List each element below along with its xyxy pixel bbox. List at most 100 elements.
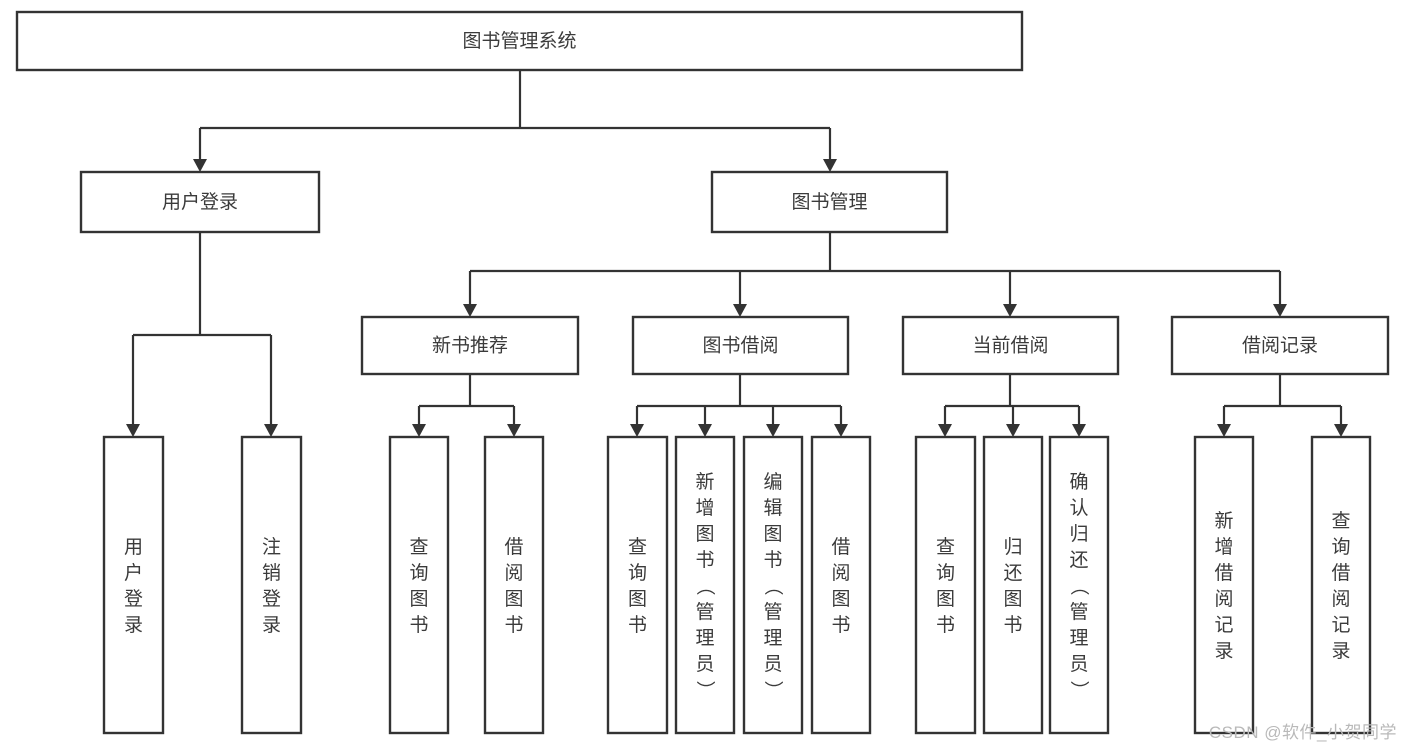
node-label: 借阅记录	[1242, 335, 1318, 357]
node-label: 新书推荐	[432, 335, 508, 357]
node-label-char: 书	[695, 549, 714, 571]
node-label-char: 管	[763, 601, 782, 623]
node-label-char: 图	[763, 524, 782, 545]
node-box[interactable]	[742, 435, 804, 735]
node-label-char: 查	[409, 536, 428, 558]
node-label: 用户登录	[162, 191, 238, 213]
node-label-char: 录	[124, 615, 143, 636]
node-label-char: 阅	[1331, 588, 1350, 610]
node-label-char: 借	[504, 536, 523, 558]
node-label-char: （	[1068, 576, 1090, 595]
node-box[interactable]	[1048, 435, 1110, 735]
node-label-char: ）	[1068, 680, 1090, 699]
node-label-char: 记	[1331, 614, 1350, 636]
arrow-head-icon	[193, 159, 207, 172]
node-box[interactable]	[15, 10, 1024, 72]
node-label-char: 书	[936, 614, 955, 636]
arrow-head-icon	[1217, 424, 1231, 437]
node-label-char: 编	[763, 471, 782, 493]
node-box[interactable]	[102, 435, 165, 735]
node-box[interactable]	[914, 435, 977, 735]
connector-edges-layer	[126, 70, 1348, 437]
arrow-head-icon	[766, 424, 780, 437]
node-label-char: 新	[1214, 510, 1233, 532]
arrow-head-icon	[834, 424, 848, 437]
node-label-char: 录	[1214, 641, 1233, 662]
node-label-char: 归	[1069, 523, 1088, 545]
node-box[interactable]	[606, 435, 669, 735]
node-box[interactable]	[79, 170, 321, 234]
node-label-char: 增	[695, 497, 714, 519]
node-box[interactable]	[982, 435, 1044, 735]
node-label-char: 归	[1003, 536, 1022, 558]
node-label: 图书管理系统	[462, 30, 576, 52]
node-label-char: 书	[409, 614, 428, 636]
level3-node-当前借阅[interactable]: 当前借阅	[901, 315, 1120, 376]
node-label-char: 记	[1214, 614, 1233, 636]
node-label-char: 辑	[763, 497, 782, 519]
node-label-char: 销	[262, 562, 281, 584]
node-boxes-layer: 图书管理系统用户登录图书管理新书推荐图书借阅当前借阅借阅记录用户登录注销登录查询…	[15, 10, 1390, 735]
root-node-图书管理系统[interactable]: 图书管理系统	[15, 10, 1024, 72]
node-label-char: 询	[409, 562, 428, 584]
node-label-char: 员	[1069, 654, 1088, 675]
node-label-char: 员	[695, 654, 714, 675]
level3-node-借阅记录[interactable]: 借阅记录	[1170, 315, 1390, 376]
level2-node-用户登录[interactable]: 用户登录	[79, 170, 321, 234]
node-box[interactable]	[240, 435, 303, 735]
arrow-head-icon	[938, 424, 952, 437]
node-label-char: 借	[1214, 562, 1233, 584]
node-label-char: 阅	[1214, 588, 1233, 610]
arrow-head-icon	[1273, 304, 1287, 317]
node-label-char: 户	[124, 562, 143, 584]
node-label-char: 注	[262, 536, 281, 558]
node-label-char: 认	[1069, 497, 1088, 519]
node-label: 图书借阅	[702, 335, 778, 357]
node-label-char: 图	[936, 589, 955, 610]
node-label-char: 图	[831, 589, 850, 610]
node-label-char: ）	[762, 680, 784, 699]
arrow-head-icon	[463, 304, 477, 317]
node-box[interactable]	[1193, 435, 1255, 735]
arrow-head-icon	[733, 304, 747, 317]
node-label-char: 借	[831, 536, 850, 558]
node-label-char: 增	[1214, 536, 1233, 558]
node-box[interactable]	[483, 435, 545, 735]
arrow-head-icon	[1003, 304, 1017, 317]
node-box[interactable]	[710, 170, 949, 234]
node-box[interactable]	[1170, 315, 1390, 376]
node-box[interactable]	[901, 315, 1120, 376]
node-label-char: 书	[504, 614, 523, 636]
level2-node-图书管理[interactable]: 图书管理	[710, 170, 949, 234]
level3-node-新书推荐[interactable]: 新书推荐	[360, 315, 580, 376]
node-box[interactable]	[631, 315, 850, 376]
node-box[interactable]	[1310, 435, 1372, 735]
node-label: 当前借阅	[972, 335, 1048, 357]
node-label-char: 查	[936, 536, 955, 558]
leaf-node-用户登录[interactable]: 用户登录	[102, 435, 165, 735]
node-label-char: 管	[1069, 601, 1088, 623]
node-box[interactable]	[360, 315, 580, 376]
node-box[interactable]	[674, 435, 736, 735]
node-label-char: 书	[763, 549, 782, 571]
node-label-char: 图	[409, 589, 428, 610]
level3-node-图书借阅[interactable]: 图书借阅	[631, 315, 850, 376]
node-label-char: 录	[262, 615, 281, 636]
node-box[interactable]	[388, 435, 450, 735]
node-box[interactable]	[810, 435, 872, 735]
node-label-char: 登	[124, 588, 143, 610]
arrow-head-icon	[1006, 424, 1020, 437]
